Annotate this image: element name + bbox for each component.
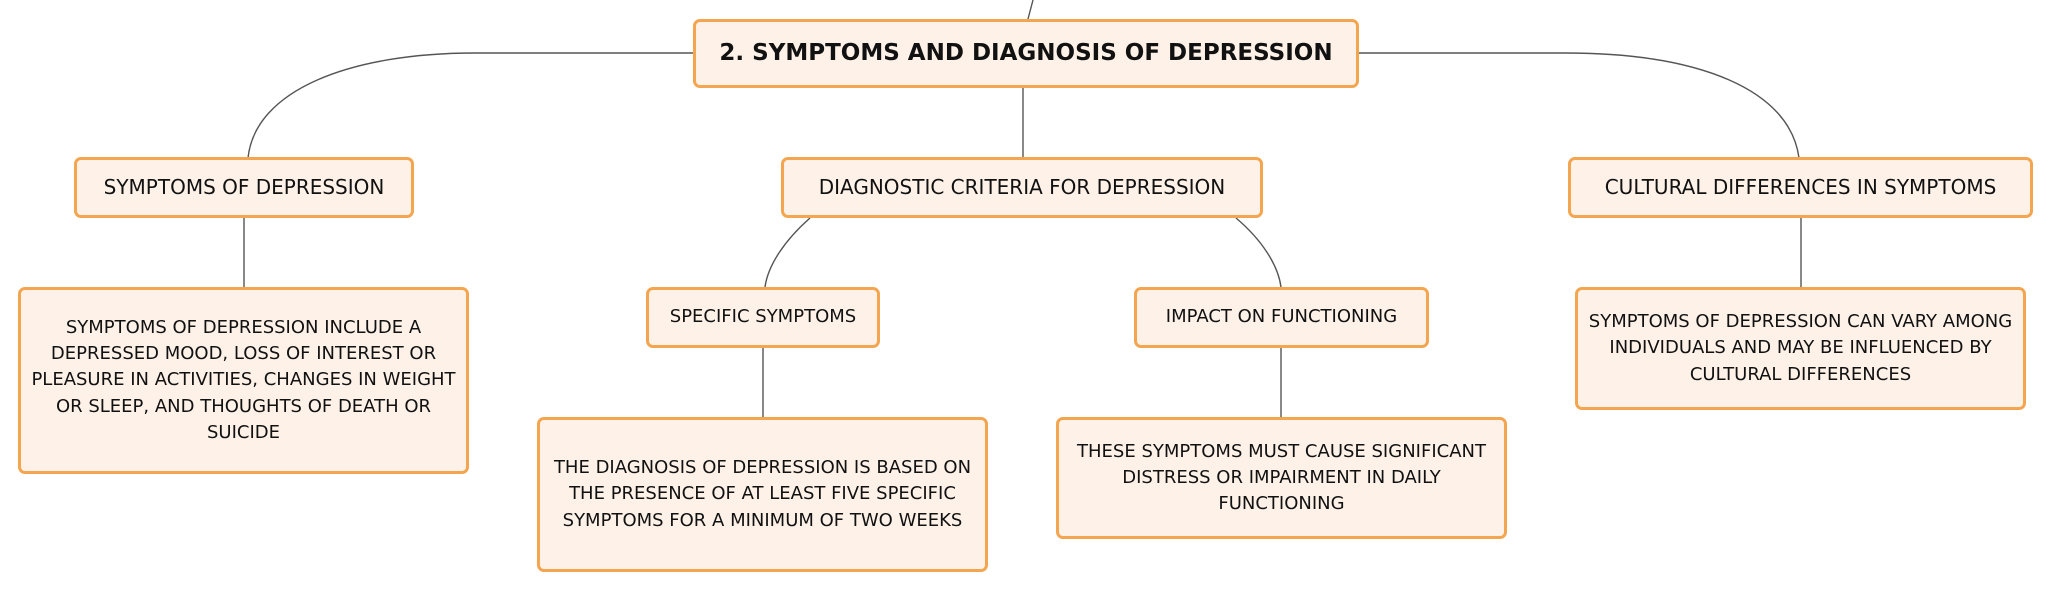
node-impact-on-functioning-label: IMPACT ON FUNCTIONING — [1165, 306, 1398, 328]
node-specific-symptoms[interactable]: SPECIFIC SYMPTOMS — [646, 287, 880, 348]
node-cultural-differences[interactable]: CULTURAL DIFFERENCES IN SYMPTOMS — [1568, 157, 2033, 218]
detail-cultural-differences-text: SYMPTOMS OF DEPRESSION CAN VARY AMONG IN… — [1588, 311, 2013, 385]
detail-specific-symptoms[interactable]: THE DIAGNOSIS OF DEPRESSION IS BASED ON … — [537, 417, 988, 572]
node-cultural-differences-label: CULTURAL DIFFERENCES IN SYMPTOMS — [1604, 175, 1997, 199]
node-impact-on-functioning[interactable]: IMPACT ON FUNCTIONING — [1134, 287, 1429, 348]
node-diagnostic-criteria[interactable]: DIAGNOSTIC CRITERIA FOR DEPRESSION — [781, 157, 1263, 218]
detail-specific-symptoms-text: THE DIAGNOSIS OF DEPRESSION IS BASED ON … — [553, 457, 972, 531]
detail-symptoms-of-depression-text: SYMPTOMS OF DEPRESSION INCLUDE A DEPRESS… — [31, 317, 456, 443]
node-specific-symptoms-label: SPECIFIC SYMPTOMS — [669, 306, 857, 328]
connector-criteria-to-impact — [1235, 217, 1282, 288]
detail-cultural-differences[interactable]: SYMPTOMS OF DEPRESSION CAN VARY AMONG IN… — [1575, 287, 2026, 410]
connector-root-to-cultural — [1357, 52, 1800, 159]
node-symptoms-of-depression[interactable]: SYMPTOMS OF DEPRESSION — [74, 157, 414, 218]
node-symptoms-of-depression-label: SYMPTOMS OF DEPRESSION — [103, 175, 385, 199]
root-node-label: 2. SYMPTOMS AND DIAGNOSIS OF DEPRESSION — [719, 39, 1333, 66]
detail-symptoms-of-depression[interactable]: SYMPTOMS OF DEPRESSION INCLUDE A DEPRESS… — [18, 287, 469, 474]
connector-root-to-symptoms — [247, 52, 697, 159]
root-node[interactable]: 2. SYMPTOMS AND DIAGNOSIS OF DEPRESSION — [693, 19, 1359, 88]
connector-from-above — [1027, 0, 1034, 20]
node-diagnostic-criteria-label: DIAGNOSTIC CRITERIA FOR DEPRESSION — [818, 175, 1226, 199]
detail-impact-on-functioning-text: THESE SYMPTOMS MUST CAUSE SIGNIFICANT DI… — [1077, 440, 1486, 515]
detail-impact-on-functioning[interactable]: THESE SYMPTOMS MUST CAUSE SIGNIFICANT DI… — [1056, 417, 1507, 539]
connector-criteria-to-specific — [764, 217, 811, 288]
